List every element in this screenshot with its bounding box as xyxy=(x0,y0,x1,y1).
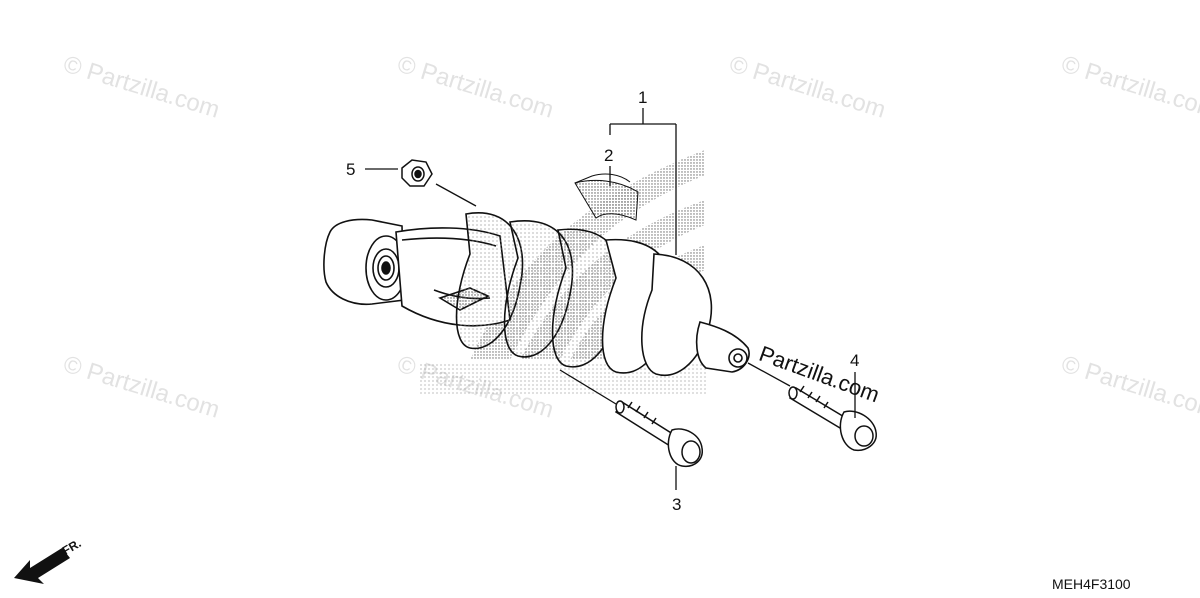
upper-flange-bolt xyxy=(788,385,877,452)
callout-3: 3 xyxy=(672,495,682,514)
callout-1: 1 xyxy=(638,88,648,107)
leader-lines xyxy=(365,108,856,490)
lower-flange-bolt xyxy=(614,400,703,468)
caution-label xyxy=(574,173,639,221)
diagram-code: MEH4F3100 xyxy=(1052,576,1131,592)
callout-5: 5 xyxy=(346,160,356,179)
callout-2: 2 xyxy=(604,146,614,165)
flange-nut xyxy=(401,159,433,187)
shock-absorber xyxy=(323,212,750,376)
callout-4: 4 xyxy=(850,351,860,370)
front-direction-arrow xyxy=(14,548,70,584)
